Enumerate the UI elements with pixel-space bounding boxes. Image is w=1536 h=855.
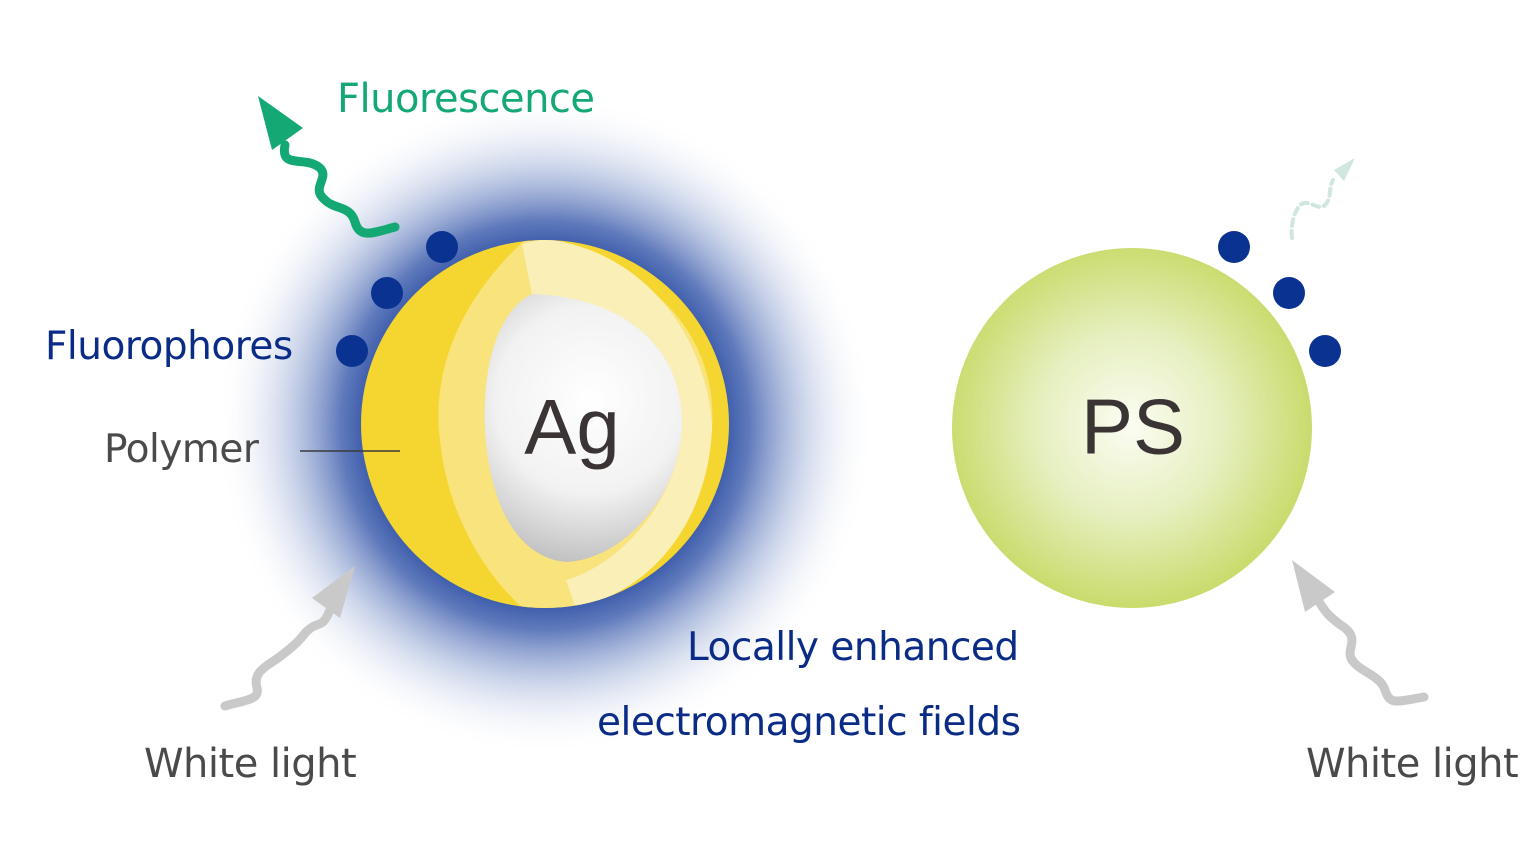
fluorescence-label: Fluorescence (337, 76, 595, 122)
ag-core (484, 294, 682, 562)
polymer-label: Polymer (104, 427, 259, 472)
white-light-arrow-icon (220, 566, 355, 711)
white-light-label-right: White light (1306, 741, 1519, 787)
fluorophore-dot (1309, 335, 1341, 367)
fluorophores-label: Fluorophores (45, 324, 293, 369)
ag-particle (361, 240, 729, 608)
ps-core-label: PS (1080, 382, 1186, 471)
polymer-cut-face (522, 240, 712, 606)
ag-core-label: Ag (524, 382, 620, 471)
weak-fluorescence-arrow-icon (1289, 158, 1355, 240)
fluorophore-dot (426, 231, 458, 263)
fluorophore-dot (371, 277, 403, 309)
fluorophore-dot (1273, 277, 1305, 309)
field-label-line1: Locally enhanced (687, 625, 1019, 670)
fluorophore-dot (336, 335, 368, 367)
fluorescence-arrow-icon (258, 96, 400, 238)
field-label-line2: electromagnetic fields (597, 700, 1021, 745)
fluorophore-dot (1218, 231, 1250, 263)
white-light-label-left: White light (144, 741, 357, 787)
white-light-arrow-icon (1292, 560, 1429, 706)
ps-particle (952, 248, 1312, 608)
